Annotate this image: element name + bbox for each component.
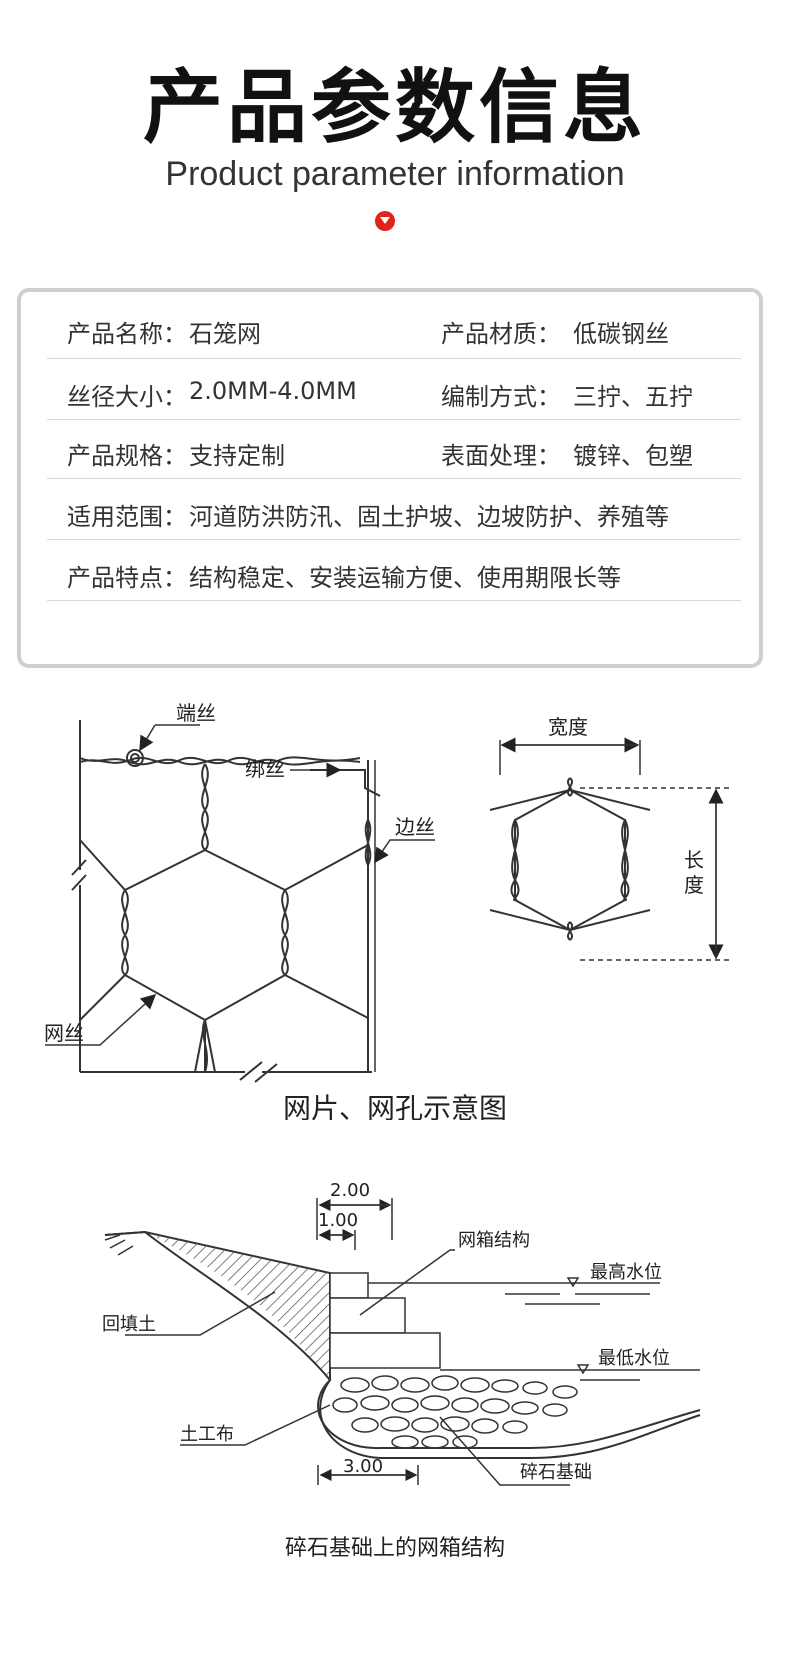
table-row: 产品规格： 支持定制 表面处理： 镀锌、包塑	[47, 420, 741, 479]
table-row: 产品特点： 结构稳定、安装运输方便、使用期限长等	[47, 540, 741, 601]
param-value: 镀锌、包塑	[573, 442, 693, 470]
dim-mid-label: 1.00	[318, 1210, 358, 1231]
param-value: 三拧、五拧	[573, 383, 693, 411]
param-label: 产品材质：	[441, 320, 561, 348]
param-label: 适用范围：	[67, 503, 187, 531]
mesh-wire-label: 网丝	[44, 1021, 84, 1045]
geotextile-label: 土工布	[180, 1424, 234, 1445]
parameter-table: 产品名称： 石笼网 产品材质： 低碳钢丝 丝径大小： 2.0MM-4.0MM 编…	[17, 288, 763, 668]
gabion-structure-label: 网箱结构	[458, 1230, 530, 1251]
mesh-diagram-caption: 网片、网孔示意图	[283, 1092, 507, 1120]
gravel-base-label: 碎石基础	[520, 1462, 592, 1483]
param-label: 产品特点：	[67, 564, 187, 592]
structure-diagram: 2.00 1.00 3.00 网箱结构 最高水位 最低水位 回填土 土工布 碎石…	[102, 1180, 701, 1561]
table-row: 适用范围： 河道防洪防汛、固土护坡、边坡防护、养殖等	[47, 479, 741, 540]
length-label-2: 度	[684, 873, 704, 897]
param-value: 低碳钢丝	[573, 320, 669, 348]
highest-water-label: 最高水位	[590, 1262, 662, 1283]
param-label: 丝径大小：	[67, 383, 187, 411]
param-value: 支持定制	[189, 442, 285, 470]
lowest-water-label: 最低水位	[598, 1348, 670, 1369]
table-row: 产品名称： 石笼网 产品材质： 低碳钢丝	[47, 292, 741, 359]
param-label: 编制方式：	[441, 383, 561, 411]
mesh-diagram: 端丝 绑丝 边丝 网丝 宽度 长 度 网片、网孔示意图	[44, 701, 730, 1120]
param-label: 表面处理：	[441, 442, 561, 470]
param-value: 河道防洪防汛、固土护坡、边坡防护、养殖等	[189, 503, 669, 531]
param-value: 结构稳定、安装运输方便、使用期限长等	[189, 564, 621, 592]
binding-wire-label: 绑丝	[245, 757, 285, 781]
width-label: 宽度	[548, 715, 588, 739]
down-arrow-icon	[375, 211, 395, 231]
backfill-label: 回填土	[102, 1314, 156, 1335]
param-value: 2.0MM-4.0MM	[189, 377, 357, 405]
page-title: 产品参数信息	[143, 61, 647, 154]
param-label: 产品名称：	[67, 320, 187, 348]
length-label-1: 长	[684, 848, 704, 872]
param-value: 石笼网	[189, 320, 261, 348]
edge-wire-label: 边丝	[395, 815, 435, 839]
param-label: 产品规格：	[67, 442, 187, 470]
dim-bottom-label: 3.00	[343, 1456, 383, 1477]
dim-top-label: 2.00	[330, 1180, 370, 1201]
page-subtitle: Product parameter information	[165, 155, 625, 193]
end-wire-label: 端丝	[176, 701, 216, 725]
table-row: 丝径大小： 2.0MM-4.0MM 编制方式： 三拧、五拧	[47, 359, 741, 420]
structure-diagram-caption: 碎石基础上的网箱结构	[285, 1536, 505, 1561]
